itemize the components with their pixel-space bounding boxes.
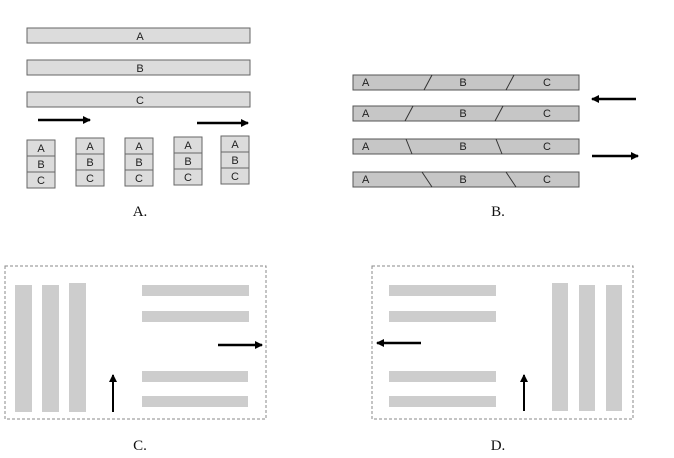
bar-c: C bbox=[26, 91, 251, 108]
floor-outline bbox=[4, 265, 267, 420]
floor-outline bbox=[371, 265, 634, 420]
row-label: C bbox=[543, 141, 551, 153]
vertical-rack bbox=[15, 285, 32, 412]
row-2: A B C bbox=[352, 105, 580, 122]
bar-a: A bbox=[26, 27, 251, 44]
stack-label: B bbox=[86, 157, 93, 169]
stack-3: A B C bbox=[124, 137, 154, 187]
panel-b: A B C A B C A B C A B C bbox=[352, 74, 639, 220]
row-label: B bbox=[459, 77, 466, 89]
vertical-rack bbox=[579, 285, 595, 411]
row-4: A B C bbox=[352, 171, 580, 188]
stack-label: A bbox=[184, 140, 192, 152]
horizontal-rack bbox=[389, 285, 496, 296]
row-label: C bbox=[543, 108, 551, 120]
panel-d: D. bbox=[371, 265, 634, 454]
caption-c: C. bbox=[133, 438, 147, 454]
caption-a: A. bbox=[133, 204, 148, 220]
row-label: A bbox=[362, 141, 370, 153]
vertical-rack bbox=[42, 285, 59, 412]
row-label: C bbox=[543, 174, 551, 186]
stack-label: C bbox=[135, 173, 143, 185]
horizontal-rack bbox=[142, 285, 249, 296]
horizontal-rack bbox=[142, 371, 248, 382]
panel-a: A B C A B C A B C bbox=[26, 27, 251, 220]
stack-label: C bbox=[37, 175, 45, 187]
bar-b: B bbox=[26, 59, 251, 76]
stack-2: A B C bbox=[75, 137, 105, 187]
stack-1: A B C bbox=[26, 139, 56, 189]
stack-label: A bbox=[135, 141, 143, 153]
caption-b: B. bbox=[491, 204, 505, 220]
stack-label: A bbox=[231, 139, 239, 151]
bar-a-label: A bbox=[136, 31, 144, 43]
row-label: A bbox=[362, 108, 370, 120]
horizontal-rack bbox=[142, 311, 249, 322]
stack-label: A bbox=[86, 141, 94, 153]
row-label: A bbox=[362, 77, 370, 89]
stack-5: A B C bbox=[220, 135, 250, 185]
stack-label: C bbox=[86, 173, 94, 185]
horizontal-rack bbox=[389, 371, 496, 382]
horizontal-rack bbox=[389, 311, 496, 322]
stack-label: B bbox=[37, 159, 44, 171]
panel-c: C. bbox=[4, 265, 267, 454]
horizontal-rack bbox=[389, 396, 496, 407]
stack-label: B bbox=[184, 156, 191, 168]
row-label: A bbox=[362, 174, 370, 186]
stack-label: C bbox=[184, 172, 192, 184]
row-label: B bbox=[459, 141, 466, 153]
stack-label: B bbox=[135, 157, 142, 169]
vertical-rack bbox=[606, 285, 622, 411]
row-label: B bbox=[459, 174, 466, 186]
horizontal-rack bbox=[142, 396, 248, 407]
row-3: A B C bbox=[352, 138, 580, 155]
stack-4: A B C bbox=[173, 136, 203, 186]
caption-d: D. bbox=[491, 438, 506, 454]
row-label: C bbox=[543, 77, 551, 89]
vertical-rack bbox=[552, 283, 568, 411]
stack-label: C bbox=[231, 171, 239, 183]
row-label: B bbox=[459, 108, 466, 120]
stack-label: B bbox=[231, 155, 238, 167]
stack-label: A bbox=[37, 143, 45, 155]
bar-c-label: C bbox=[136, 95, 144, 107]
vertical-rack bbox=[69, 283, 86, 412]
bar-b-label: B bbox=[136, 63, 143, 75]
row-1: A B C bbox=[352, 74, 580, 91]
